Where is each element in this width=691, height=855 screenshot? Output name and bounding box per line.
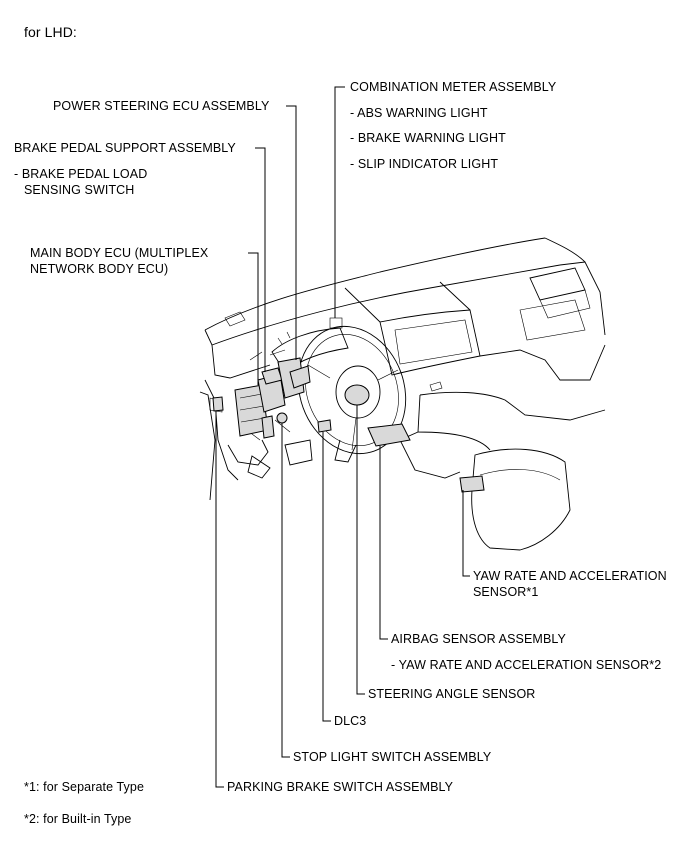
label-main-body-ecu-line2: NETWORK BODY ECU) [30, 262, 169, 276]
leader-lines [215, 86, 470, 788]
label-slip-indicator-light: - SLIP INDICATOR LIGHT [350, 157, 499, 171]
label-main-body-ecu-line1: MAIN BODY ECU (MULTIPLEX [30, 246, 209, 260]
label-brake-pedal-load-line1: - BRAKE PEDAL LOAD [14, 167, 148, 181]
label-parking-brake-switch: PARKING BRAKE SWITCH ASSEMBLY [227, 780, 454, 794]
label-yaw-rate-builtin: - YAW RATE AND ACCELERATION SENSOR*2 [391, 658, 662, 672]
label-brake-pedal-load-line2: SENSING SWITCH [24, 183, 135, 197]
label-airbag-sensor: AIRBAG SENSOR ASSEMBLY [391, 632, 566, 646]
label-brake-warning-light: - BRAKE WARNING LIGHT [350, 131, 506, 145]
heading: for LHD: [24, 24, 77, 40]
label-yaw-rate-sensor-line1: YAW RATE AND ACCELERATION [473, 569, 667, 583]
footnote-1: *1: for Separate Type [24, 780, 145, 794]
label-combination-meter: COMBINATION METER ASSEMBLY [350, 80, 557, 94]
label-stop-light-switch: STOP LIGHT SWITCH ASSEMBLY [293, 750, 492, 764]
label-yaw-rate-sensor-line2: SENSOR*1 [473, 585, 539, 599]
label-steering-angle-sensor: STEERING ANGLE SENSOR [368, 687, 536, 701]
footnote-2: *2: for Built-in Type [24, 812, 132, 826]
label-power-steering-ecu: POWER STEERING ECU ASSEMBLY [53, 99, 270, 113]
label-brake-pedal-support: BRAKE PEDAL SUPPORT ASSEMBLY [14, 141, 236, 155]
label-dlc3: DLC3 [334, 714, 367, 728]
label-abs-warning-light: - ABS WARNING LIGHT [350, 106, 488, 120]
components [212, 357, 485, 493]
